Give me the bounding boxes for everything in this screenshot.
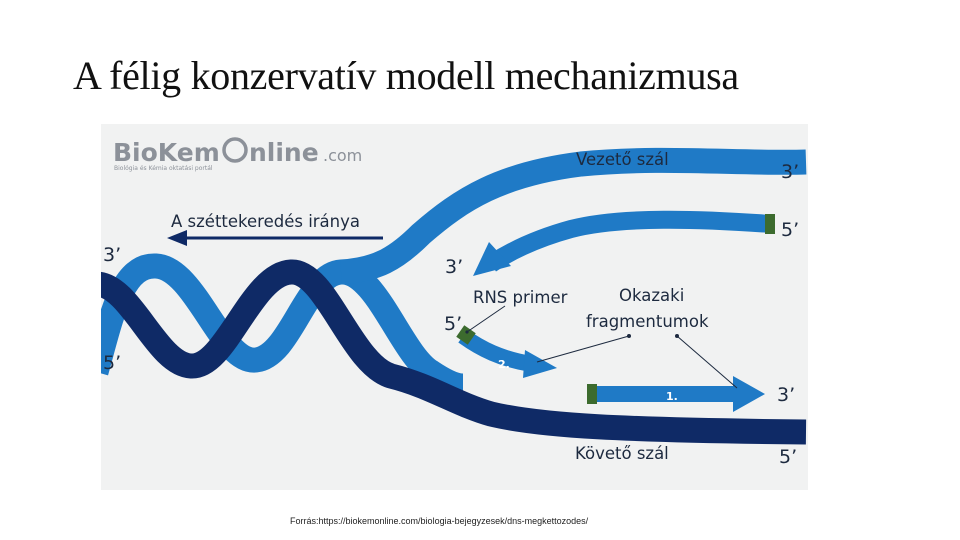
lagging-template-strand [101,259,807,445]
end-label-3-top-right: 3’ [781,161,799,183]
logo-brand-com: .com [323,146,362,165]
rna-primer-fragment-2 [456,325,476,345]
okazaki-pointer-2-dot [627,334,631,338]
slide-title: A félig konzervatív modell mechanizmusa [73,53,739,98]
end-label-5-top-right: 5’ [781,219,799,241]
rna-primer-pointer [465,305,506,334]
end-label-5-left: 5’ [103,352,121,374]
logo-globe-icon [222,137,248,163]
source-citation: Forrás:https://biokemonline.com/biologia… [290,516,589,526]
dna-replication-figure: BioKem nline .com Biológia és Kémia okta… [101,124,808,490]
end-label-3-left: 3’ [103,244,121,266]
fragment-1-label: 1. [666,390,678,403]
parental-strand-light [101,253,464,399]
logo-brand-bio: BioKem [113,138,220,167]
replication-fork-diagram: BioKem nline .com Biológia és Kémia okta… [101,137,807,468]
leading-template-strand [340,147,807,285]
end-label-5-mid: 5’ [444,313,462,335]
okazaki-fragment-2-arrowhead [523,350,557,378]
rna-primer-label: RNS primer [473,288,568,307]
okazaki-pointer-2 [536,335,630,363]
leading-strand-label: Vezető szál [576,150,669,169]
logo-tagline: Biológia és Kémia oktatási portál [114,165,213,172]
okazaki-pointer-1 [676,335,738,389]
end-label-5-bottom-right: 5’ [779,446,797,468]
okazaki-fragment-1-arrowhead [733,376,765,412]
okazaki-label-line1: Okazaki [619,286,684,305]
unwinding-direction-arrowhead [167,230,187,246]
okazaki-fragment-1 [587,386,747,402]
okazaki-pointer-1-dot [675,334,679,338]
lagging-strand-label: Követő szál [575,444,669,463]
okazaki-fragment-2 [458,329,533,372]
end-label-3-lower-right: 3’ [777,384,795,406]
leading-primer [765,214,775,234]
end-label-3-mid: 3’ [445,256,463,278]
unwinding-direction-label: A széttekeredés iránya [171,212,360,231]
okazaki-label-line2: fragmentumok [586,312,709,331]
new-leading-strand [486,210,772,272]
logo-brand-nline: nline [249,138,319,167]
fragment-2-label: 2. [498,358,510,371]
biokemonline-logo: BioKem nline .com Biológia és Kémia okta… [113,137,362,172]
leading-strand-arrowhead [473,242,511,276]
rna-primer-fragment-1 [587,384,597,404]
